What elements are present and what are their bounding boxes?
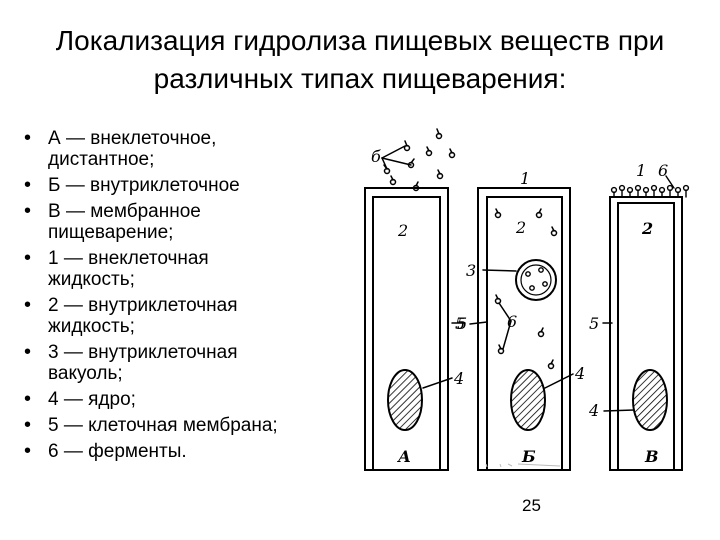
cell-v-nucleus: [632, 369, 668, 431]
legend-item-text: вакуоль;: [48, 363, 123, 384]
legend-item-text: 1 — внеклеточная: [48, 248, 209, 269]
diagram-labels: б 2 4 5 А 1 2 3 4 5 6 Б 1 6 2 4 5 В: [371, 147, 668, 466]
legend-item-text: 4 — ядро;: [48, 389, 136, 410]
cell-a-inner-membrane: [372, 196, 441, 471]
label-b-membrane: 5: [457, 314, 467, 333]
cell-b-nucleus-pointer: [544, 373, 574, 389]
label-b-extracellular: 1: [520, 169, 530, 188]
cell-a-nucleus-pointer: [422, 377, 453, 389]
label-v-enzymes: 6: [658, 161, 668, 180]
legend-item-b: Б — внутриклеточное: [22, 175, 352, 196]
label-v-extracellular: 1: [636, 161, 646, 180]
label-v-membrane: 5: [589, 314, 599, 333]
label-b-letter: Б: [521, 447, 536, 466]
label-b-enzymes: 6: [507, 312, 517, 331]
cell-a-nucleus: [387, 369, 423, 431]
legend-item-text: 5 — клеточная мембрана;: [48, 415, 278, 436]
label-b-nucleus: 4: [574, 364, 585, 383]
title-line-2: различных типах пищеварения:: [153, 63, 567, 94]
label-v-nucleus: 4: [588, 401, 599, 420]
label-a-nucleus: 4: [453, 369, 464, 388]
cell-b-inner-membrane: [486, 196, 563, 471]
cell-v-inner-membrane: [617, 202, 675, 471]
legend-item-text: 6 — ферменты.: [48, 441, 187, 462]
legend-item-text: пищеварение;: [48, 222, 174, 243]
legend-item-text: жидкость;: [48, 269, 135, 290]
cell-b-nucleus: [510, 369, 546, 431]
legend-item-text: 2 — внутриклеточная: [48, 295, 238, 316]
slide-title: Локализация гидролиза пищевых веществ пр…: [0, 22, 720, 98]
legend-list: А — внеклеточное,дистантное; Б — внутрик…: [22, 128, 352, 467]
cell-v-nucleus-pointer: [603, 409, 635, 412]
legend-item-a: А — внеклеточное,дистантное;: [22, 128, 352, 170]
cell-b-vacuole: [515, 259, 557, 301]
title-line-1: Локализация гидролиза пищевых веществ пр…: [55, 25, 665, 56]
label-b-intracellular: 2: [515, 218, 526, 237]
page-number: 25: [522, 496, 541, 515]
legend-item-text: 3 — внутриклеточная: [48, 342, 238, 363]
label-a-membrane: 5: [455, 314, 465, 333]
cell-b-membrane-pointer: [469, 321, 488, 325]
label-v-intracellular: 2: [641, 219, 653, 238]
legend-item-text: А — внеклеточное,: [48, 128, 217, 149]
cell-b-enzymes: [494, 208, 558, 370]
label-a-intracellular: 2: [397, 221, 408, 240]
cell-b-vacuole-enzymes: [525, 267, 548, 291]
legend-item-text: жидкость;: [48, 316, 135, 337]
cell-a-enzymes: [381, 128, 456, 192]
cell-b: [469, 187, 574, 471]
cell-b-vacuole-inner: [520, 264, 552, 296]
label-a-enzymes: б: [371, 147, 381, 166]
cell-v-microvilli-enzymes: [610, 184, 690, 198]
legend-item-text: дистантное;: [48, 149, 155, 170]
label-v-letter: В: [644, 447, 659, 466]
label-a-letter: А: [397, 447, 411, 466]
legend-item-text: В — мембранное: [48, 201, 201, 222]
legend-item-5: 5 — клеточная мембрана;: [22, 415, 352, 436]
legend-item-4: 4 — ядро;: [22, 389, 352, 410]
cell-a: [364, 128, 466, 471]
cell-v: [602, 175, 690, 471]
cell-v-enzyme-pointer: [665, 175, 675, 189]
legend-item-6: 6 — ферменты.: [22, 441, 352, 462]
cell-b-vacuole-pointer: [482, 269, 517, 272]
scan-noise: [485, 463, 561, 468]
label-b-vacuole: 3: [466, 261, 476, 280]
legend-item-text: Б — внутриклеточное: [48, 175, 240, 196]
